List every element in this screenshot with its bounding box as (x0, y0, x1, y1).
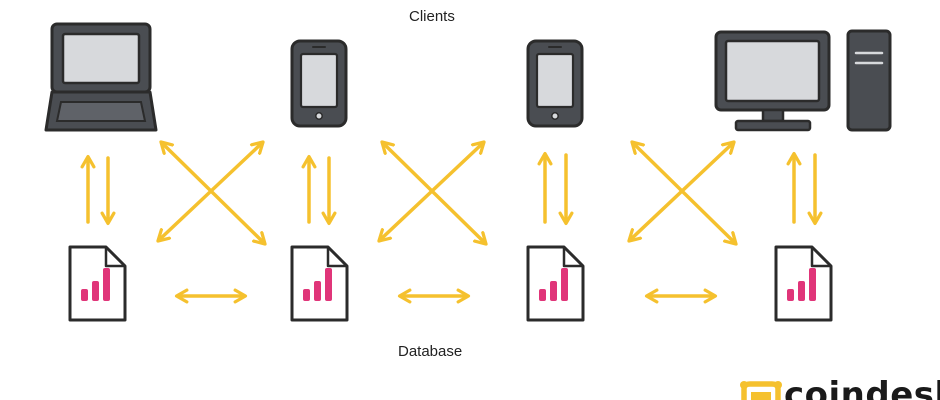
smartphone-icon (526, 39, 584, 128)
database-label: Database (398, 343, 463, 360)
database-document-chart-icon (68, 245, 127, 322)
clients-label: Clients (409, 8, 455, 25)
laptop-icon (44, 22, 158, 132)
database-document-chart-icon (774, 245, 833, 322)
desktop-computer-icon (714, 29, 892, 132)
database-document-chart-icon (290, 245, 349, 322)
smartphone-icon (290, 39, 348, 128)
arrow-diagonal (162, 143, 264, 243)
arrow-diagonal (630, 143, 733, 240)
arrow-diagonal (383, 143, 485, 243)
arrow-diagonal (380, 143, 483, 240)
coindesk-logo-text: coindesk (784, 375, 940, 400)
coindesk-logo-icon (740, 381, 782, 400)
arrow-diagonal (633, 143, 735, 243)
arrow-diagonal (159, 143, 262, 240)
database-document-chart-icon (526, 245, 585, 322)
